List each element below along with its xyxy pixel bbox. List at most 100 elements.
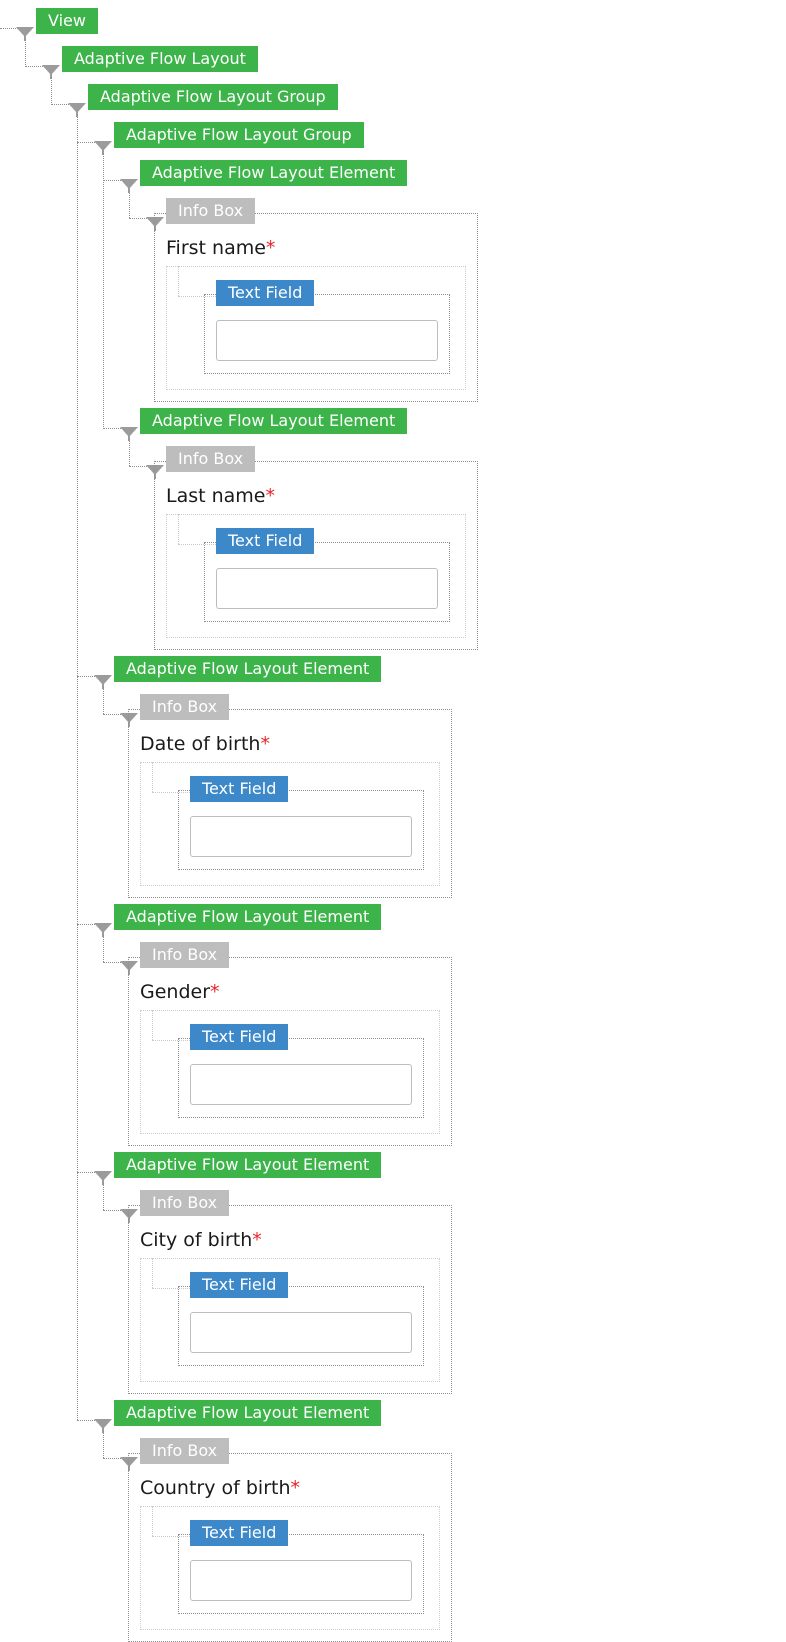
node-layout-group-outer[interactable]: Adaptive Flow Layout Group [88, 84, 338, 110]
node-text-field[interactable]: Text Field [190, 1272, 289, 1298]
connector [152, 1288, 192, 1289]
connector [103, 1431, 104, 1458]
text-field-frame [178, 1286, 424, 1366]
collapse-triangle-icon[interactable] [94, 675, 112, 689]
node-text-field[interactable]: Text Field [216, 280, 315, 306]
connector [103, 1183, 104, 1210]
text-field-frame [204, 294, 450, 374]
collapse-triangle-icon[interactable] [42, 65, 60, 79]
collapse-triangle-icon[interactable] [146, 217, 164, 231]
collapse-triangle-icon[interactable] [120, 961, 138, 975]
node-layout-element[interactable]: Adaptive Flow Layout Element [114, 904, 382, 930]
node-layout-group-inner[interactable]: Adaptive Flow Layout Group [114, 122, 364, 148]
connector [129, 439, 130, 466]
connector [77, 924, 97, 925]
connector [103, 935, 104, 962]
field-caption-text: First name [166, 237, 266, 259]
connector-spine [103, 153, 104, 429]
node-layout-element[interactable]: Adaptive Flow Layout Element [114, 1152, 382, 1178]
required-marker: * [210, 981, 220, 1003]
collapse-triangle-icon[interactable] [120, 179, 138, 193]
connector [103, 1458, 123, 1459]
field-caption-text: Gender [140, 981, 211, 1003]
text-input[interactable] [190, 1312, 412, 1353]
node-layout-element[interactable]: Adaptive Flow Layout Element [114, 1400, 382, 1426]
connector [77, 676, 97, 677]
info-box-frame [128, 1205, 452, 1394]
connector [103, 428, 123, 429]
collapse-triangle-icon[interactable] [94, 923, 112, 937]
node-view[interactable]: View [36, 8, 98, 34]
collapse-triangle-icon[interactable] [120, 713, 138, 727]
connector [77, 1172, 97, 1173]
collapse-triangle-icon[interactable] [146, 465, 164, 479]
node-text-field[interactable]: Text Field [190, 1024, 289, 1050]
info-box-frame [154, 461, 478, 650]
text-input[interactable] [216, 320, 438, 361]
node-info-box[interactable]: Info Box [140, 1190, 230, 1216]
connector [25, 39, 26, 67]
field-container-frame [140, 1258, 440, 1382]
node-adaptive-flow-layout[interactable]: Adaptive Flow Layout [62, 46, 258, 72]
field-container-frame [166, 514, 466, 638]
required-marker: * [265, 237, 276, 259]
component-tree: View Adaptive Flow Layout Adaptive Flow … [0, 8, 478, 1642]
field-caption: City of birth* [140, 1229, 262, 1251]
field-caption: Last name* [166, 485, 275, 507]
text-input[interactable] [190, 1560, 412, 1601]
collapse-triangle-icon[interactable] [120, 1457, 138, 1471]
node-info-box[interactable]: Info Box [166, 446, 256, 472]
node-text-field[interactable]: Text Field [216, 528, 315, 554]
text-input[interactable] [190, 816, 412, 857]
connector [25, 66, 45, 67]
text-field-frame [178, 1038, 424, 1118]
connector [178, 514, 179, 544]
connector [152, 1506, 153, 1536]
collapse-triangle-icon[interactable] [94, 1419, 112, 1433]
info-box-frame [128, 709, 452, 898]
node-info-box[interactable]: Info Box [140, 694, 230, 720]
connector [129, 191, 130, 218]
field-caption-text: City of birth [140, 1229, 253, 1251]
node-info-box[interactable]: Info Box [140, 1438, 230, 1464]
required-marker: * [260, 733, 270, 755]
node-layout-element[interactable]: Adaptive Flow Layout Element [140, 408, 408, 434]
field-container-frame [140, 1010, 440, 1134]
node-layout-element[interactable]: Adaptive Flow Layout Element [114, 656, 382, 682]
connector [178, 266, 179, 296]
field-caption: Gender* [140, 981, 220, 1003]
collapse-triangle-icon[interactable] [94, 141, 112, 155]
node-text-field[interactable]: Text Field [190, 1520, 289, 1546]
connector [152, 762, 153, 792]
node-info-box[interactable]: Info Box [166, 198, 256, 224]
connector [51, 104, 71, 105]
collapse-triangle-icon[interactable] [94, 1171, 112, 1185]
connector [152, 1536, 192, 1537]
field-caption-text: Last name [166, 485, 266, 507]
connector [103, 962, 123, 963]
connector-spine [77, 115, 78, 1420]
connector [152, 1040, 192, 1041]
field-container-frame [140, 762, 440, 886]
text-input[interactable] [190, 1064, 412, 1105]
node-info-box[interactable]: Info Box [140, 942, 230, 968]
text-field-frame [178, 790, 424, 870]
connector [103, 1210, 123, 1211]
collapse-triangle-icon[interactable] [16, 27, 34, 41]
node-text-field[interactable]: Text Field [190, 776, 289, 802]
text-input[interactable] [216, 568, 438, 609]
collapse-triangle-icon[interactable] [120, 1209, 138, 1223]
node-layout-element[interactable]: Adaptive Flow Layout Element [140, 160, 408, 186]
connector [129, 466, 149, 467]
connector [103, 714, 123, 715]
field-caption-text: Date of birth [140, 733, 261, 755]
connector [77, 1420, 97, 1421]
info-box-frame [154, 213, 478, 402]
collapse-triangle-icon[interactable] [68, 103, 86, 117]
field-container-frame [166, 266, 466, 390]
connector [0, 28, 20, 29]
connector [152, 792, 192, 793]
connector [103, 687, 104, 714]
collapse-triangle-icon[interactable] [120, 427, 138, 441]
connector [77, 142, 97, 143]
